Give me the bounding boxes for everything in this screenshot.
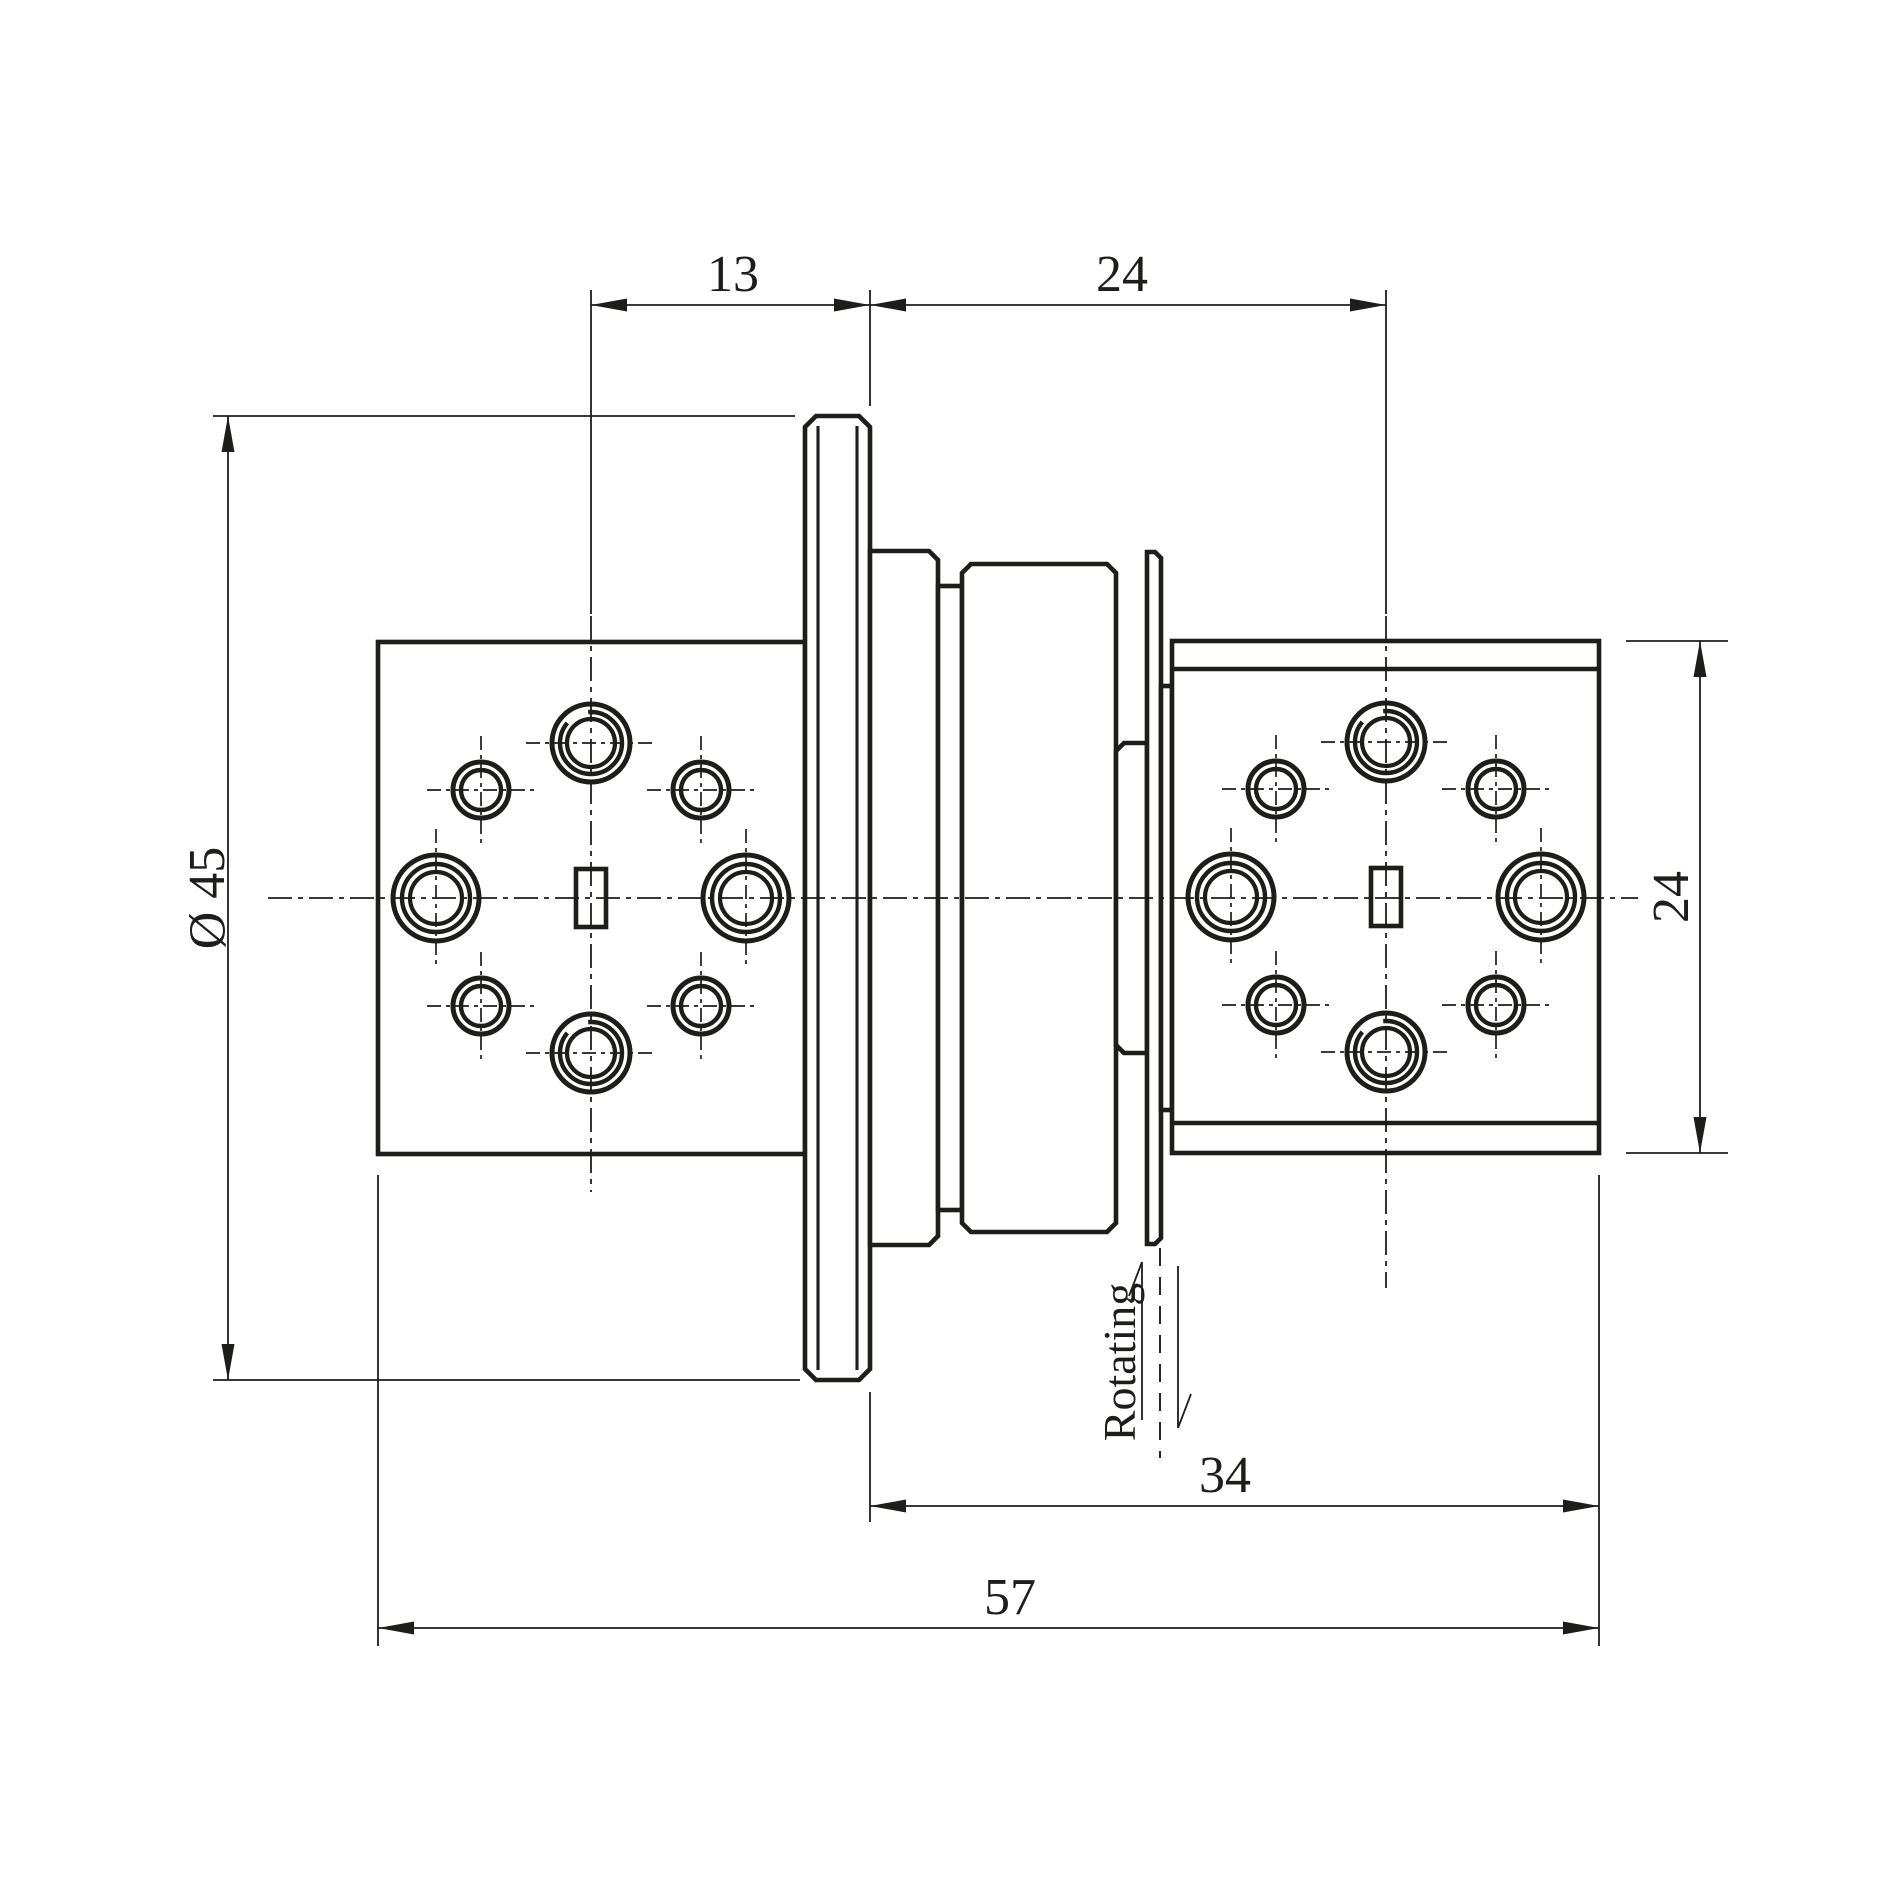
arrowhead-left xyxy=(591,298,627,312)
rotation-arrow-down-barb xyxy=(1177,1393,1192,1429)
arrowhead-left xyxy=(870,1499,906,1513)
arrowhead-down xyxy=(1693,1117,1707,1153)
arrowhead-left xyxy=(870,298,906,312)
shaft-flange xyxy=(802,413,873,1383)
arrowhead-up xyxy=(221,416,235,452)
dim-13-label: 13 xyxy=(707,246,759,303)
dim-overall-length: 57 xyxy=(377,1175,1599,1646)
dim-plate-height: 24 xyxy=(1626,640,1728,1154)
dim-34-label: 34 xyxy=(1199,1447,1251,1504)
bolt-hole-ne xyxy=(647,736,755,844)
bolt-hole-nw xyxy=(427,736,535,844)
arrowhead-up xyxy=(1693,641,1707,677)
bolt-hole-sw xyxy=(427,952,535,1060)
rotating-annotation: Rotating xyxy=(1094,1248,1192,1458)
rim-disc-outline xyxy=(1144,549,1164,1247)
bolt-hole-se xyxy=(1442,951,1550,1059)
dim-top-offsets: 13 24 xyxy=(590,246,1387,614)
dim-57-label: 57 xyxy=(984,1569,1036,1626)
dim-rotor-length: 34 xyxy=(869,1175,1600,1646)
rotation-arrow-up-barb xyxy=(1128,1261,1143,1297)
port-hole-east xyxy=(1495,828,1587,966)
rim-disc xyxy=(1144,549,1164,1247)
arrowhead-right xyxy=(1563,1499,1599,1513)
dim-24-height-label: 24 xyxy=(1643,871,1700,923)
arrowhead-left xyxy=(378,1621,414,1635)
bolt-hole-nw xyxy=(1222,735,1330,843)
rotating-label: Rotating xyxy=(1094,1283,1145,1441)
dim-flange-diameter: Ø 45 xyxy=(179,415,800,1381)
bolt-hole-sw xyxy=(1222,951,1330,1059)
arrowhead-right xyxy=(834,298,870,312)
flange-outline xyxy=(802,413,873,1383)
arrowhead-down xyxy=(221,1344,235,1380)
dim-24-top-label: 24 xyxy=(1096,246,1148,303)
bolt-hole-se xyxy=(647,952,755,1060)
arrowhead-right xyxy=(1350,298,1386,312)
bolt-hole-ne xyxy=(1442,735,1550,843)
port-hole-west xyxy=(1185,828,1277,966)
dim-diameter-45-label: Ø 45 xyxy=(179,847,236,950)
arrowhead-right xyxy=(1563,1621,1599,1635)
